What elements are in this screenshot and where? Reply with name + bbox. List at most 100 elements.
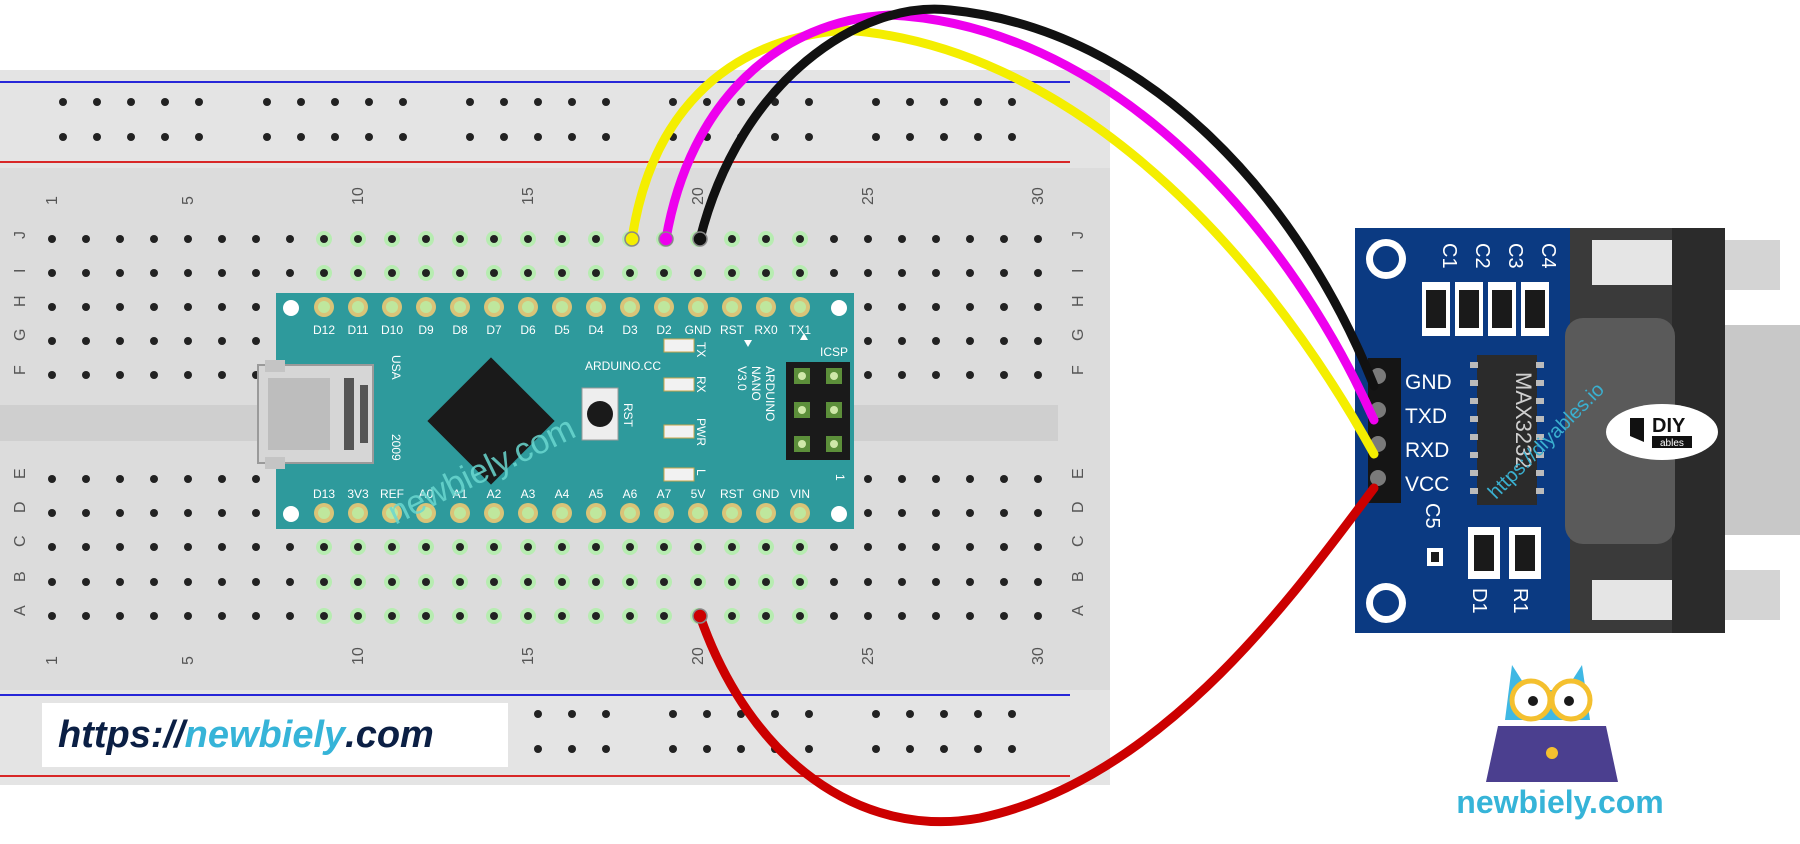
nano-bottom-pin-label: A1 <box>453 487 468 501</box>
column-number-label: 20 <box>690 647 707 665</box>
diyables-brand-sub: ables <box>1660 438 1684 449</box>
url-middle: newbiely <box>184 713 346 756</box>
max3232-label: MAX3232 <box>1511 372 1536 469</box>
usb-connector <box>257 360 374 469</box>
nano-top-pin-label: D9 <box>418 323 434 337</box>
usa-text: USA <box>389 355 403 380</box>
nano-top-pin-label: RX0 <box>754 323 778 337</box>
capacitors <box>1422 282 1549 336</box>
column-number-label: 5 <box>180 196 197 205</box>
nano-pin-labels: D12D13D113V3D10REFD9A0D8A1D7A2D6A3D5A4D4… <box>313 323 811 501</box>
diyables-brand: DIY <box>1652 415 1686 437</box>
column-number-label: 30 <box>1030 187 1047 205</box>
row-letter-label: C <box>1070 535 1087 547</box>
status-leds: TX RX PWR L <box>663 338 708 482</box>
row-letter-label: G <box>12 329 29 341</box>
row-letter-label: D <box>12 501 29 513</box>
txd-pin-label: TXD <box>1405 405 1447 428</box>
nano-bottom-pin-label: REF <box>380 487 404 501</box>
vcc-pin-label: VCC <box>1405 473 1449 496</box>
nano-top-pin-label: D2 <box>656 323 672 337</box>
nano-bottom-pin-label: 3V3 <box>347 487 369 501</box>
url-prefix: https:// <box>58 713 185 756</box>
c5-label: C5 <box>1421 503 1443 529</box>
row-letter-label: B <box>1070 571 1087 582</box>
nano-top-pin-label: RST <box>720 323 745 337</box>
tx-led-label: TX <box>694 342 708 357</box>
nano-top-pin-label: D3 <box>622 323 638 337</box>
url-suffix: .com <box>345 713 434 756</box>
d1-label: D1 <box>1468 588 1490 614</box>
column-number-label: 20 <box>690 187 707 205</box>
db9-connector: DIY ables <box>1565 228 1800 633</box>
column-number-label: 1 <box>44 196 61 205</box>
nano-bottom-pin-label: GND <box>753 487 780 501</box>
arduino-nano: D12D13D113V3D10REFD9A0D8A1D7A2D6A3D5A4D4… <box>257 293 854 532</box>
column-number-label: 5 <box>180 656 197 665</box>
nano-top-pin-label: D12 <box>313 323 335 337</box>
nano-bottom-pin-label: VIN <box>790 487 810 501</box>
model-line-2: NANO <box>749 366 763 401</box>
arduino-cc-text: ARDUINO.CC <box>585 359 661 373</box>
newbiely-brand-text: newbiely.com <box>1456 784 1664 820</box>
row-letter-label: A <box>12 605 29 616</box>
row-letter-label: D <box>1070 501 1087 513</box>
nano-bottom-pin-label: A3 <box>521 487 536 501</box>
r1-label: R1 <box>1509 588 1531 614</box>
column-number-label: 10 <box>350 187 367 205</box>
row-letter-label: F <box>12 365 29 375</box>
nano-top-pin-label: D5 <box>554 323 570 337</box>
column-number-label: 30 <box>1030 647 1047 665</box>
nano-top-pin-label: TX1 <box>789 323 811 337</box>
rst-text: RST <box>621 403 635 428</box>
wire-d3-rxd <box>627 25 1379 459</box>
nano-top-pin-label: GND <box>685 323 712 337</box>
nano-bottom-pin-label: D13 <box>313 487 335 501</box>
nano-bottom-pin-label: A5 <box>589 487 604 501</box>
c3-label: C3 <box>1504 243 1526 269</box>
nano-top-pin-label: D11 <box>347 323 368 337</box>
model-line-3: V3.0 <box>735 366 749 391</box>
nano-bottom-pin-label: A4 <box>555 487 570 501</box>
icsp-text: ICSP <box>820 345 848 359</box>
column-number-label: 15 <box>520 187 537 205</box>
max3232-chip <box>1477 355 1537 505</box>
column-number-label: 10 <box>350 647 367 665</box>
row-letter-label: J <box>1070 231 1087 239</box>
rx-led-label: RX <box>694 376 708 393</box>
row-letter-label: A <box>1070 605 1087 616</box>
row-letter-label: I <box>12 269 29 273</box>
icsp-pin1-text: 1 <box>833 474 847 481</box>
wire-gnd-gnd <box>695 4 1379 391</box>
column-number-label: 1 <box>44 656 61 665</box>
nano-bottom-pin-label: A2 <box>487 487 502 501</box>
rxd-pin-label: RXD <box>1405 439 1449 462</box>
breadboard: 115510101515202025253030JEJEIDIDHCHCGBGB… <box>0 70 1110 785</box>
row-letter-label: J <box>12 231 29 239</box>
column-number-label: 15 <box>520 647 537 665</box>
row-letter-label: H <box>1070 295 1087 307</box>
row-letter-label: E <box>12 468 29 479</box>
nano-top-pin-label: D7 <box>486 323 502 337</box>
wires <box>624 4 1379 827</box>
mcu-chip <box>427 357 555 485</box>
nano-top-pin-label: D10 <box>381 323 403 337</box>
nano-top-pin-label: D8 <box>452 323 468 337</box>
nano-pin-headers <box>314 297 810 523</box>
owl-mascot <box>1486 665 1618 782</box>
pwr-led-label: PWR <box>694 418 708 446</box>
nano-bottom-pin-label: 5V <box>691 487 706 501</box>
row-letter-label: F <box>1070 365 1087 375</box>
row-letter-label: C <box>12 535 29 547</box>
row-letter-label: B <box>12 571 29 582</box>
model-line-1: ARDUINO <box>763 366 777 421</box>
row-letter-label: E <box>1070 468 1087 479</box>
column-number-label: 25 <box>860 647 877 665</box>
row-letter-label: I <box>1070 269 1087 273</box>
c4-label: C4 <box>1537 243 1559 269</box>
l-led-label: L <box>694 469 708 476</box>
year-text: 2009 <box>389 434 403 461</box>
c1-label: C1 <box>1438 243 1460 269</box>
wire-5v-vcc <box>695 483 1379 827</box>
